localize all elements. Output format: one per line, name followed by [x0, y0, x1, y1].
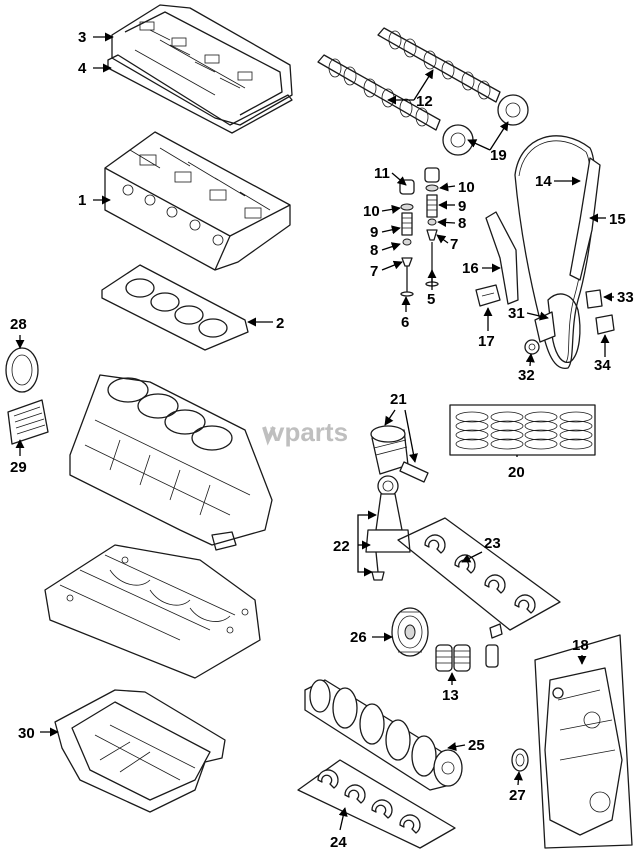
callout-30: 30: [18, 725, 35, 742]
callout-22: 22: [333, 538, 350, 555]
cam-sprockets: [442, 94, 529, 156]
camshafts: [317, 27, 501, 131]
callout-14: 14: [535, 173, 552, 190]
crankshaft-pulley: [391, 607, 429, 657]
callout-8b: 8: [370, 242, 378, 259]
callout-33: 33: [617, 289, 634, 306]
callout-29: 29: [10, 459, 27, 476]
timing-cover-seal: [511, 748, 529, 772]
callout-28: 28: [10, 316, 27, 333]
cylinder-head: [104, 131, 291, 271]
piston: [370, 425, 429, 483]
callout-34: 34: [594, 357, 611, 374]
callout-1: 1: [78, 192, 86, 209]
small-parts: [485, 623, 503, 668]
rear-seal-retainer: [7, 399, 49, 445]
engine-block: [69, 374, 273, 551]
callout-8a: 8: [458, 215, 466, 232]
callout-21: 21: [390, 391, 407, 408]
callout-18: 18: [572, 637, 589, 654]
callout-31: 31: [508, 305, 525, 322]
bedplate: [44, 544, 261, 679]
connecting-rod: [365, 475, 411, 581]
callout-9a: 9: [458, 198, 466, 215]
callout-5: 5: [427, 291, 435, 308]
crankshaft-gears: [435, 644, 471, 672]
callout-9b: 9: [370, 224, 378, 241]
callout-15: 15: [609, 211, 626, 228]
callout-2: 2: [276, 315, 284, 332]
tensioner-arm: [485, 211, 519, 305]
callout-7b: 7: [370, 263, 378, 280]
oil-pump-chain-tensioner: [585, 289, 603, 309]
callout-17: 17: [478, 333, 495, 350]
callout-19: 19: [490, 147, 507, 164]
callout-13: 13: [442, 687, 459, 704]
callout-32: 32: [518, 367, 535, 384]
callout-23: 23: [484, 535, 501, 552]
valve-cover: [111, 4, 293, 126]
head-gasket: [101, 264, 249, 351]
callout-4: 4: [78, 60, 87, 77]
watermark-text: vparts: [270, 417, 348, 447]
callout-16: 16: [462, 260, 479, 277]
valve-cover-gasket: [107, 54, 293, 134]
callout-10a: 10: [458, 179, 475, 196]
vparts-logo: vparts: [262, 417, 348, 447]
chain-tensioner: [475, 284, 501, 307]
main-bearings: [397, 517, 561, 631]
crankshaft-seal: [5, 347, 39, 393]
oil-pan: [54, 689, 226, 813]
callout-11: 11: [374, 165, 390, 182]
callout-24: 24: [330, 834, 347, 851]
crankshaft: [304, 679, 463, 791]
callout-6: 6: [401, 314, 409, 331]
callout-3: 3: [78, 29, 86, 46]
chain-guide-lower: [595, 314, 615, 335]
chain-guide: [569, 157, 601, 281]
piston-rings: [449, 404, 596, 456]
callout-25: 25: [468, 737, 485, 754]
thrust-bearings: [297, 759, 456, 849]
leader-lines: [15, 32, 614, 831]
callout-27: 27: [509, 787, 526, 804]
timing-cover: [534, 634, 633, 849]
callout-12: 12: [416, 93, 433, 110]
callout-10b: 10: [363, 203, 380, 220]
callout-labels: 3 4 1 2 12 19 11 10 10 9 9 8 8 7 7 5 6 1…: [10, 29, 634, 851]
callout-7a: 7: [450, 236, 458, 253]
callout-26: 26: [350, 629, 367, 646]
callout-20: 20: [508, 464, 525, 481]
valve-train-parts: [399, 167, 440, 297]
